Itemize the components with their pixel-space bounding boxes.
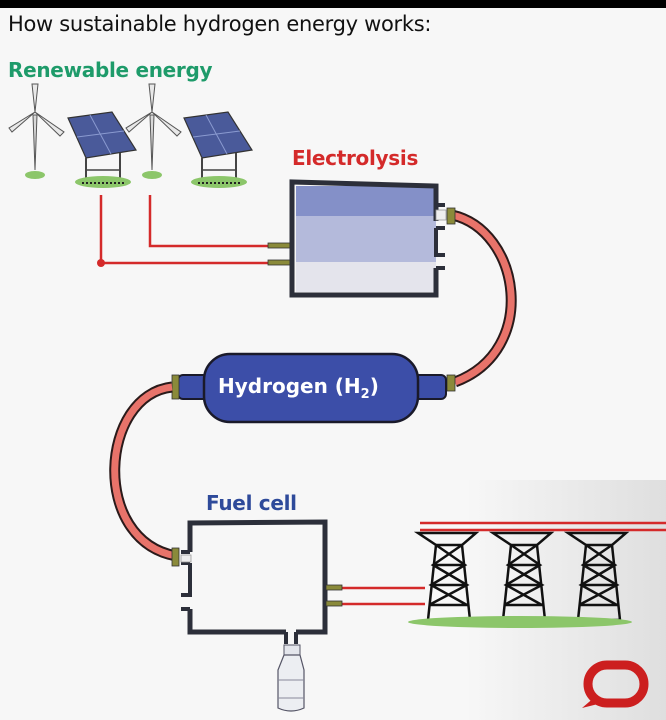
wind-turbine-icon xyxy=(8,83,65,179)
hydrogen-label-close: ) xyxy=(369,374,379,398)
water-bottle-icon xyxy=(277,644,305,712)
grass-strip xyxy=(408,616,632,628)
renewable-energy-label: Renewable energy xyxy=(8,58,213,82)
overhead-lines xyxy=(420,521,666,532)
electrolyzer-icon xyxy=(289,179,447,298)
hydrogen-pipe xyxy=(446,207,517,392)
fuel-pipe xyxy=(109,381,180,567)
hydrogen-label: Hydrogen (H2) xyxy=(218,374,379,402)
corner-shade xyxy=(466,480,666,720)
hydrogen-tank-icon xyxy=(171,352,447,424)
logo-icon xyxy=(582,660,649,708)
solar-panel-icon xyxy=(183,111,253,188)
hydrogen-label-subscript: 2 xyxy=(360,387,370,402)
fuel-cell-icon xyxy=(180,519,328,644)
page-title: How sustainable hydrogen energy works: xyxy=(8,12,432,36)
hydrogen-label-main: Hydrogen (H xyxy=(218,374,361,398)
pylon-icon xyxy=(413,531,480,622)
fuel-cell-label: Fuel cell xyxy=(206,491,297,515)
solar-panel-icon xyxy=(67,111,137,188)
output-wires xyxy=(325,584,425,607)
top-bar xyxy=(0,0,666,8)
power-wires xyxy=(97,195,270,267)
connector-pins xyxy=(267,242,291,266)
pylon-icon xyxy=(563,531,630,622)
pylon-icon xyxy=(488,531,555,622)
electrolysis-label: Electrolysis xyxy=(292,146,419,170)
wind-turbine-icon xyxy=(125,83,182,179)
